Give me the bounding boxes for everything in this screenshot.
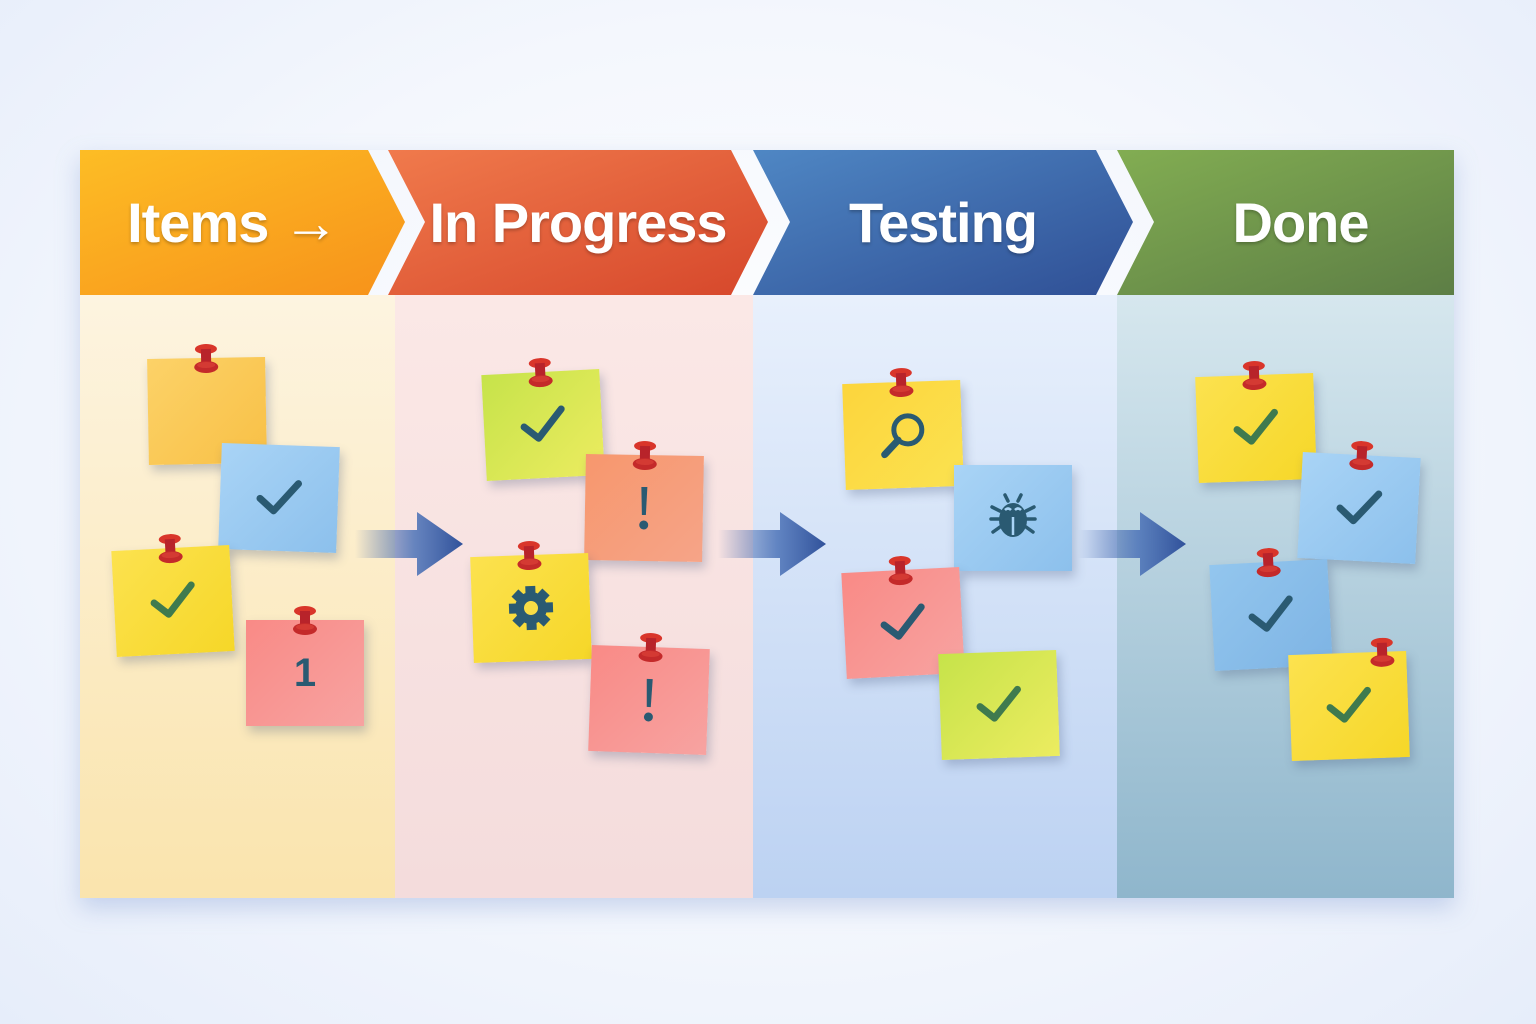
exclamation-icon <box>621 672 677 728</box>
pushpin-icon <box>632 441 659 475</box>
checkmark-icon <box>1321 678 1377 734</box>
pushpin-icon <box>1241 361 1268 396</box>
exclamation-icon <box>617 481 672 536</box>
header-testing: Testing <box>753 150 1133 295</box>
sticky-note-bug[interactable] <box>954 465 1072 571</box>
flow-arrow-icon <box>355 512 463 576</box>
checkmark-icon <box>875 595 932 652</box>
pushpin-icon <box>527 357 555 392</box>
sticky-note-check[interactable] <box>1195 373 1317 484</box>
sticky-note-check[interactable] <box>111 545 235 658</box>
pushpin-icon <box>1369 637 1396 672</box>
header-in-progress: In Progress <box>388 150 768 295</box>
checkmark-icon <box>145 573 202 630</box>
checkmark-icon <box>971 677 1027 733</box>
sticky-note-warning[interactable] <box>588 645 710 756</box>
checkmark-icon <box>1243 587 1300 644</box>
sticky-note-settings[interactable] <box>470 553 592 664</box>
note-number: 1 <box>293 650 317 695</box>
header-testing-label: Testing <box>849 191 1038 254</box>
checkmark-icon <box>515 397 572 454</box>
pushpin-icon <box>888 368 915 403</box>
checkmark-icon <box>1331 480 1388 537</box>
flow-arrow-icon <box>1078 512 1186 576</box>
checkmark-icon <box>1228 400 1284 456</box>
header-items-label: Items → <box>127 191 339 254</box>
sticky-note-warning[interactable] <box>584 454 704 563</box>
sticky-note-number[interactable]: 1 <box>246 620 364 726</box>
pushpin-icon <box>157 533 185 568</box>
header-done-label: Done <box>1232 191 1370 254</box>
header-items: Items → <box>80 150 405 295</box>
pushpin-icon <box>1348 440 1376 475</box>
sticky-note-check[interactable] <box>938 649 1060 761</box>
sticky-note-review[interactable] <box>842 380 964 491</box>
pushpin-icon <box>292 606 318 640</box>
gear-icon <box>503 580 559 636</box>
pushpin-icon <box>637 633 664 668</box>
checkmark-icon <box>251 470 307 526</box>
pushpin-icon <box>193 344 220 378</box>
bug-icon <box>986 491 1040 545</box>
magnifier-icon <box>875 407 931 463</box>
header-in-progress-label: In Progress <box>429 191 727 254</box>
pushpin-icon <box>516 541 543 576</box>
sticky-note-check[interactable] <box>218 442 340 554</box>
pushpin-icon <box>1255 547 1283 582</box>
sticky-note-check[interactable] <box>1297 452 1421 565</box>
pushpin-icon <box>887 555 915 590</box>
flow-arrow-icon <box>718 512 826 576</box>
header-done: Done <box>1117 150 1454 295</box>
sticky-note-check[interactable] <box>1288 651 1410 762</box>
kanban-board: Items → In Progress Testing Done 1 <box>80 150 1454 898</box>
